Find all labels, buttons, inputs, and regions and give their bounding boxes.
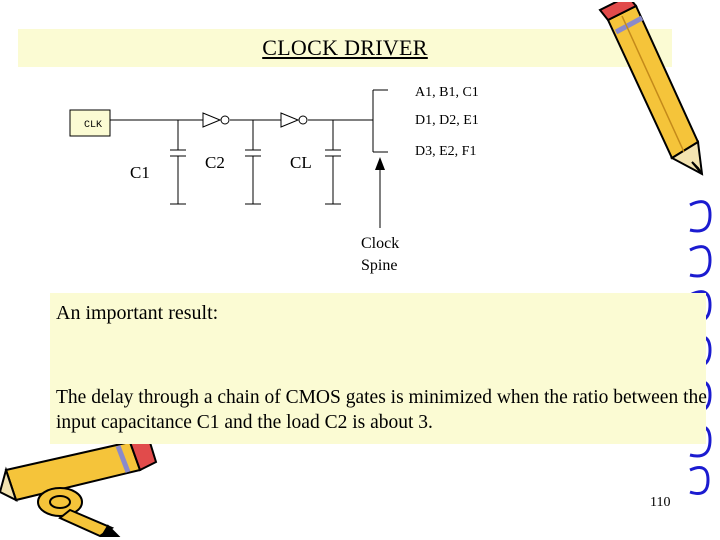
title-band: CLOCK DRIVER	[18, 29, 672, 67]
clk-label: CLK	[84, 120, 102, 131]
spine-label-line2: Spine	[361, 257, 397, 274]
output-label-bottom: D3, E2, F1	[415, 144, 476, 159]
pencil-icon	[0, 440, 158, 538]
cap-label-c1: C1	[130, 163, 150, 182]
capacitor-c1	[170, 120, 186, 205]
buffer-1-bubble	[220, 115, 230, 125]
clk-source-box	[69, 109, 111, 137]
result-box: An important result: The delay through a…	[50, 293, 707, 444]
buffer-1-triangle	[202, 112, 222, 128]
cap-label-cl: CL	[290, 153, 312, 172]
pencil-icon	[598, 2, 704, 176]
capacitor-c2	[245, 120, 261, 205]
output-label-top: A1, B1, C1	[415, 85, 479, 100]
result-text: The delay through a chain of CMOS gates …	[56, 387, 707, 433]
output-label-middle: D1, D2, E1	[415, 113, 479, 128]
slide-title: CLOCK DRIVER	[262, 35, 428, 60]
buffer-2-triangle	[280, 112, 300, 128]
buffer-2-bubble	[298, 115, 308, 125]
spine-label-line1: Clock	[361, 235, 399, 252]
spine-arrow-head	[375, 157, 385, 170]
cap-label-c2: C2	[205, 153, 225, 172]
result-heading: An important result:	[56, 302, 219, 324]
capacitor-cl	[325, 120, 341, 205]
page-number: 110	[650, 495, 671, 510]
